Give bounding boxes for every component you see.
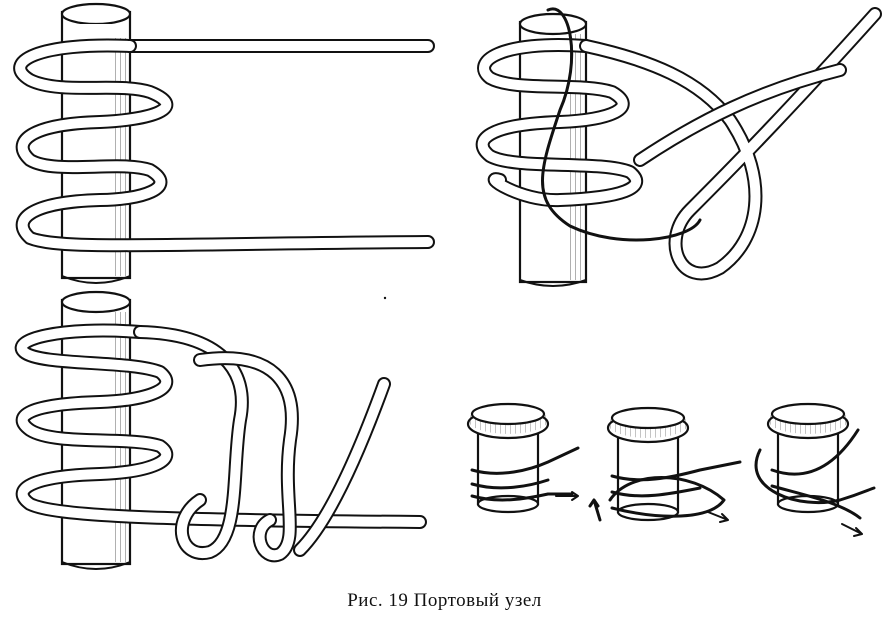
rope-c: [14, 323, 427, 563]
bollard-2: [588, 406, 742, 523]
panel-c-tucked: [14, 290, 427, 570]
rope-a: [13, 24, 435, 253]
panel-a-wraps: [13, 2, 435, 284]
port-knot-illustration: [13, 2, 882, 570]
post-b: [518, 12, 588, 287]
panel-d-bollards: [466, 402, 876, 537]
post-a: [60, 2, 132, 284]
bollard-3: [754, 402, 876, 537]
rope-b: [475, 7, 882, 281]
panel-b-looped: [475, 7, 882, 287]
figure-caption: Рис. 19 Портовый узел: [347, 590, 542, 611]
bollard-1: [466, 402, 580, 514]
